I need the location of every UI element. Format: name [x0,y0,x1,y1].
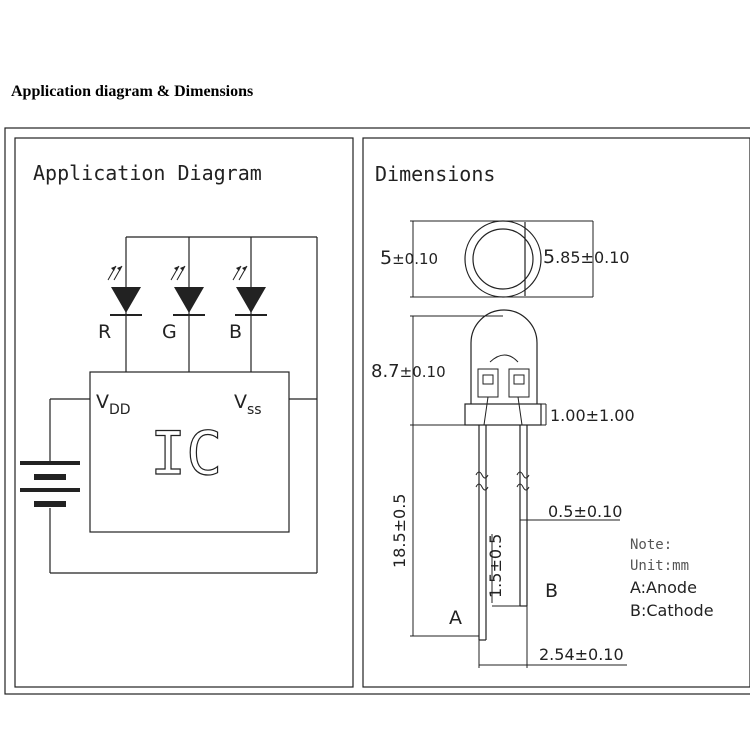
dimensions-panel [362,137,750,688]
outer-frame [4,127,750,695]
anode-label: A:Anode [630,578,697,597]
application-title: Application Diagram [33,161,262,185]
vss-label: Vss [234,391,262,418]
battery-symbol [20,461,80,507]
cathode-label: B:Cathode [630,601,714,620]
application-panel [14,137,354,688]
led-side-view [464,309,542,641]
diameter-label: 5±0.10 [380,247,438,269]
vdd-label: VDD [96,391,131,418]
led-top-view [410,220,594,298]
pin-a-label: A [449,607,462,629]
lead-width-label: 0.5±0.10 [548,502,622,521]
led-green-symbol [170,265,205,316]
led-label-r: R [98,321,111,343]
led-red-symbol [107,265,142,316]
lead-gap-label: 1.5±0.5 [486,534,505,598]
ic-box [89,371,290,533]
pin-b-label: B [545,580,558,602]
ic-label: IC [150,419,222,489]
pitch-label: 2.54±0.10 [539,645,624,664]
lead-length-label: 18.5±0.5 [390,494,409,568]
led-label-b: B [229,321,242,343]
dimensions-title: Dimensions [375,162,495,186]
led-label-g: G [162,321,177,343]
height-label: 8.7±0.10 [371,361,446,382]
flange-diameter-label: 5.85±0.10 [543,246,630,268]
note-label: Note: [630,537,672,553]
unit-label: Unit:mm [630,558,689,574]
page-heading: Application diagram & Dimensions [11,83,254,100]
led-blue-symbol [232,265,267,316]
flange-thickness-label: 1.00±1.00 [550,406,635,425]
